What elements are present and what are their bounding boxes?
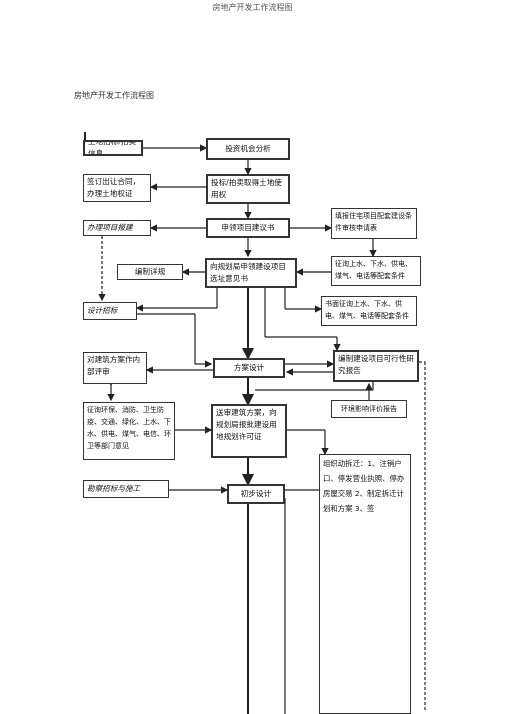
node-planning-site: 向规划局申领建设项目选址意见书 [205,258,297,288]
node-sign-contract: 签订出让合同，办理土地权证 [83,174,151,202]
node-facility-consult: 征询上水、下水、供电、煤气、电话等配套条件 [331,256,421,286]
node-compile-plan: 编制详规 [117,264,183,280]
node-survey: 勘察招标与施工 [83,480,169,498]
node-env-impact: 环境影响评价报告 [331,400,407,418]
node-review-scheme: 对建筑方案作内部评审 [83,352,147,384]
node-consult-depts: 征询环保、消防、卫生防疫、交通、绿化、上水、下水、供电、煤气、电信、环卫等部门意… [83,402,175,460]
node-apply-facility: 填报住宅项目配套建设条件审核申请表 [331,208,417,239]
node-invest-analysis: 投资机会分析 [206,138,290,160]
node-land-bid: 土地招标/拍卖信息 [83,140,143,156]
node-scheme-design: 方案设计 [213,358,285,378]
node-prelim-design: 初步设计 [227,484,285,504]
node-demolition: 组织动拆迁：1、注销户口、停发营业执照、停办房屋交易 2、制定拆迁计划和方案 3… [319,454,411,714]
flowchart: 土地招标/拍卖信息 投资机会分析 签订出让合同，办理土地权证 投标/拍卖取得土地… [75,132,430,714]
node-project-filing: 办理项目报建 [83,220,151,236]
node-submit-scheme: 送审建筑方案，向规划局报批建设用地规划许可证 [211,404,287,458]
page-header: 房地产开发工作流程图 [212,3,293,12]
node-design-tender: 设计招标 [83,302,137,320]
node-written-facility: 书面征询上水、下水、供电、煤气、电话等配套条件 [321,296,417,326]
node-feasibility: 编制建设项目可行性研究报告 [333,350,419,382]
node-bid-land-use: 投标/拍卖取得土地使用权 [206,174,290,204]
connector-lines [84,132,426,714]
node-apply-proposal: 申领项目建议书 [206,218,290,238]
document-title: 房地产开发工作流程图 [74,91,154,100]
